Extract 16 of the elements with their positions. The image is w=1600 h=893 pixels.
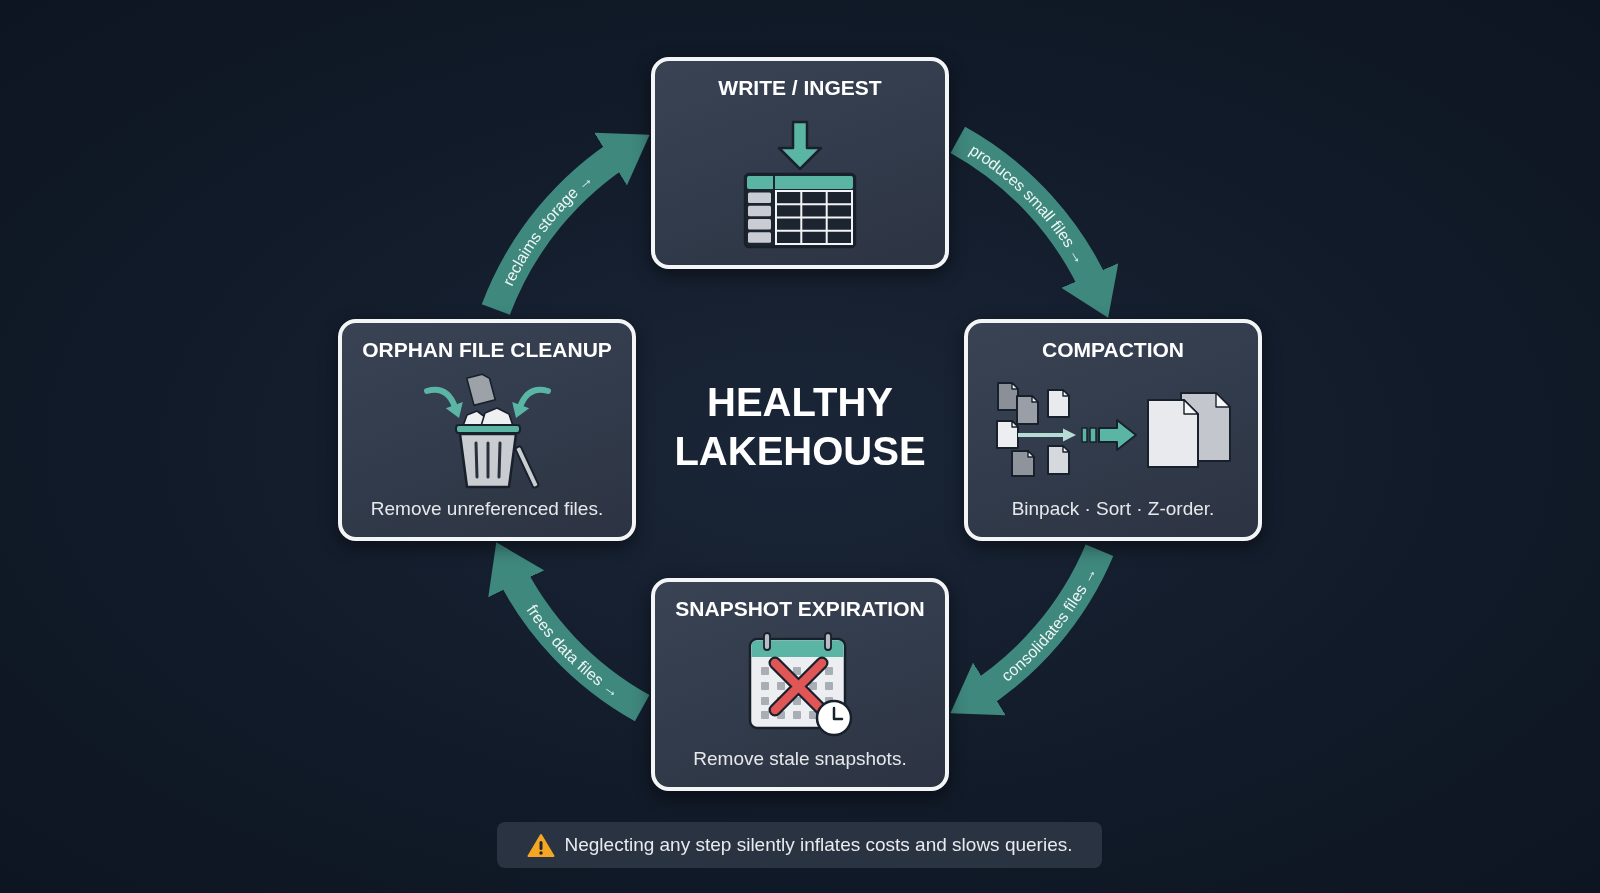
step-card bbox=[964, 319, 1262, 541]
cycle-arrow bbox=[490, 543, 651, 721]
step-title: COMPACTION bbox=[1042, 337, 1184, 363]
step-title: SNAPSHOT EXPIRATION bbox=[675, 596, 925, 622]
warning-banner bbox=[497, 822, 1102, 868]
step-description: Binpack · Sort · Z-order. bbox=[1011, 497, 1215, 521]
step-card bbox=[651, 57, 949, 269]
step-description: Remove stale snapshots. bbox=[693, 747, 907, 771]
step-card bbox=[651, 578, 949, 791]
step-title: WRITE / INGEST bbox=[718, 75, 882, 101]
cycle-arrow bbox=[949, 127, 1117, 318]
step-card bbox=[338, 319, 636, 541]
center-title: HEALTHY LAKEHOUSE bbox=[673, 379, 927, 475]
warning-text: Neglecting any step silently inflates costs and slows queries. bbox=[564, 833, 1073, 857]
step-description: Remove unreferenced files. bbox=[370, 497, 604, 521]
step-title: ORPHAN FILE CLEANUP bbox=[362, 337, 612, 363]
